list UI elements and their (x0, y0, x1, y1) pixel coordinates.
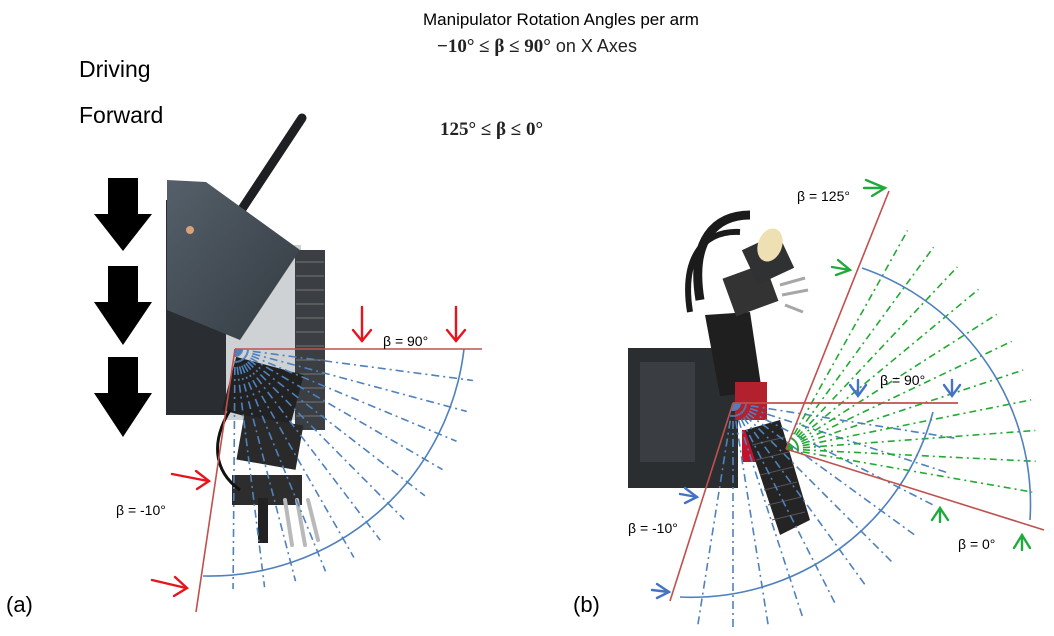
right-arrow-icon (862, 178, 888, 198)
range-ray (234, 348, 355, 558)
boundary-line-0-b (785, 448, 1045, 531)
range-ray (232, 348, 236, 589)
range-ray (697, 402, 734, 626)
range-ray (732, 402, 866, 586)
range-ray (732, 402, 804, 618)
range-ray (234, 348, 474, 382)
equation-x-axis: −10° ≤ β ≤ 90° on X Axes (437, 36, 637, 58)
track-b (745, 420, 810, 535)
range-ray (234, 348, 297, 582)
up-arrow-icon (930, 505, 950, 524)
range-ray (785, 288, 979, 450)
range-rays-b-second (785, 230, 1036, 493)
antenna-icon (235, 113, 307, 217)
figure-title: Manipulator Rotation Angles per arm (423, 10, 699, 29)
angle-label-neg10-b: β = -10° (628, 520, 678, 536)
range-ray (234, 348, 266, 588)
red-marker-arrows-a (150, 305, 467, 598)
down-arrow-icon (94, 178, 152, 251)
panel-label-a: (a) (6, 592, 33, 617)
range-ray (785, 429, 1036, 450)
range-ray (785, 369, 1024, 450)
range-arc-a (202, 348, 465, 577)
panel-label-b: (b) (573, 592, 600, 617)
robot-photo-a (166, 113, 325, 547)
range-ray (234, 348, 381, 541)
range-ray (785, 313, 998, 450)
boundary-line-125-b (785, 190, 890, 450)
right-arrow-icon (830, 258, 853, 277)
range-ray (732, 402, 956, 439)
equation-second-range: 125° ≤ β ≤ 0° (440, 119, 544, 140)
driving-label-line1: Driving (79, 56, 151, 82)
router-box (167, 180, 300, 340)
down-arrow-icon (942, 378, 962, 399)
up-arrow-icon (1012, 532, 1032, 552)
range-ray (785, 340, 1012, 450)
right-arrow-icon (678, 486, 700, 505)
robot-photo-b (628, 210, 810, 535)
blue-marker-arrows-b (650, 378, 962, 600)
down-arrow-icon (94, 357, 152, 437)
down-arrow-icon (351, 305, 373, 343)
boundary-line-neg10-a (195, 348, 236, 613)
driving-label-line2: Forward (79, 102, 164, 128)
range-ray (234, 348, 327, 572)
green-marker-arrows-b (830, 178, 1032, 552)
angle-label-125-b: β = 125° (797, 188, 850, 204)
range-ray (234, 348, 457, 443)
angle-label-0-b: β = 0° (958, 536, 996, 552)
range-ray (785, 399, 1032, 450)
equation-x-axis-suffix: on X Axes (550, 36, 637, 56)
angle-label-neg10-a: β = -10° (116, 502, 166, 518)
range-ray (732, 402, 916, 536)
right-arrow-icon (650, 582, 672, 600)
right-arrow-icon (150, 575, 189, 598)
boundary-line-neg10-b (669, 402, 734, 602)
range-ray (234, 348, 405, 520)
range-ray (785, 266, 958, 450)
angle-label-90-a: β = 90° (383, 333, 429, 349)
range-ray (785, 246, 935, 450)
down-arrow-icon (445, 305, 467, 343)
range-arc-b-second (861, 267, 1032, 521)
range-ray (234, 348, 426, 497)
range-ray (785, 448, 1036, 463)
driving-direction-arrows (94, 178, 152, 437)
range-ray (234, 348, 443, 471)
range-ray (732, 402, 836, 604)
range-arc-b-x (679, 411, 934, 599)
down-arrow-icon (94, 266, 152, 345)
range-ray (732, 402, 893, 563)
range-rays-a (232, 348, 474, 589)
down-arrow-icon (848, 378, 868, 399)
range-ray (234, 348, 467, 413)
equation-x-axis-range: −10° ≤ β ≤ 90° (437, 36, 551, 57)
angle-label-90-b: β = 90° (880, 372, 926, 388)
range-ray (732, 402, 934, 506)
right-arrow-icon (170, 469, 212, 491)
range-ray (732, 402, 769, 626)
range-ray (785, 230, 909, 450)
